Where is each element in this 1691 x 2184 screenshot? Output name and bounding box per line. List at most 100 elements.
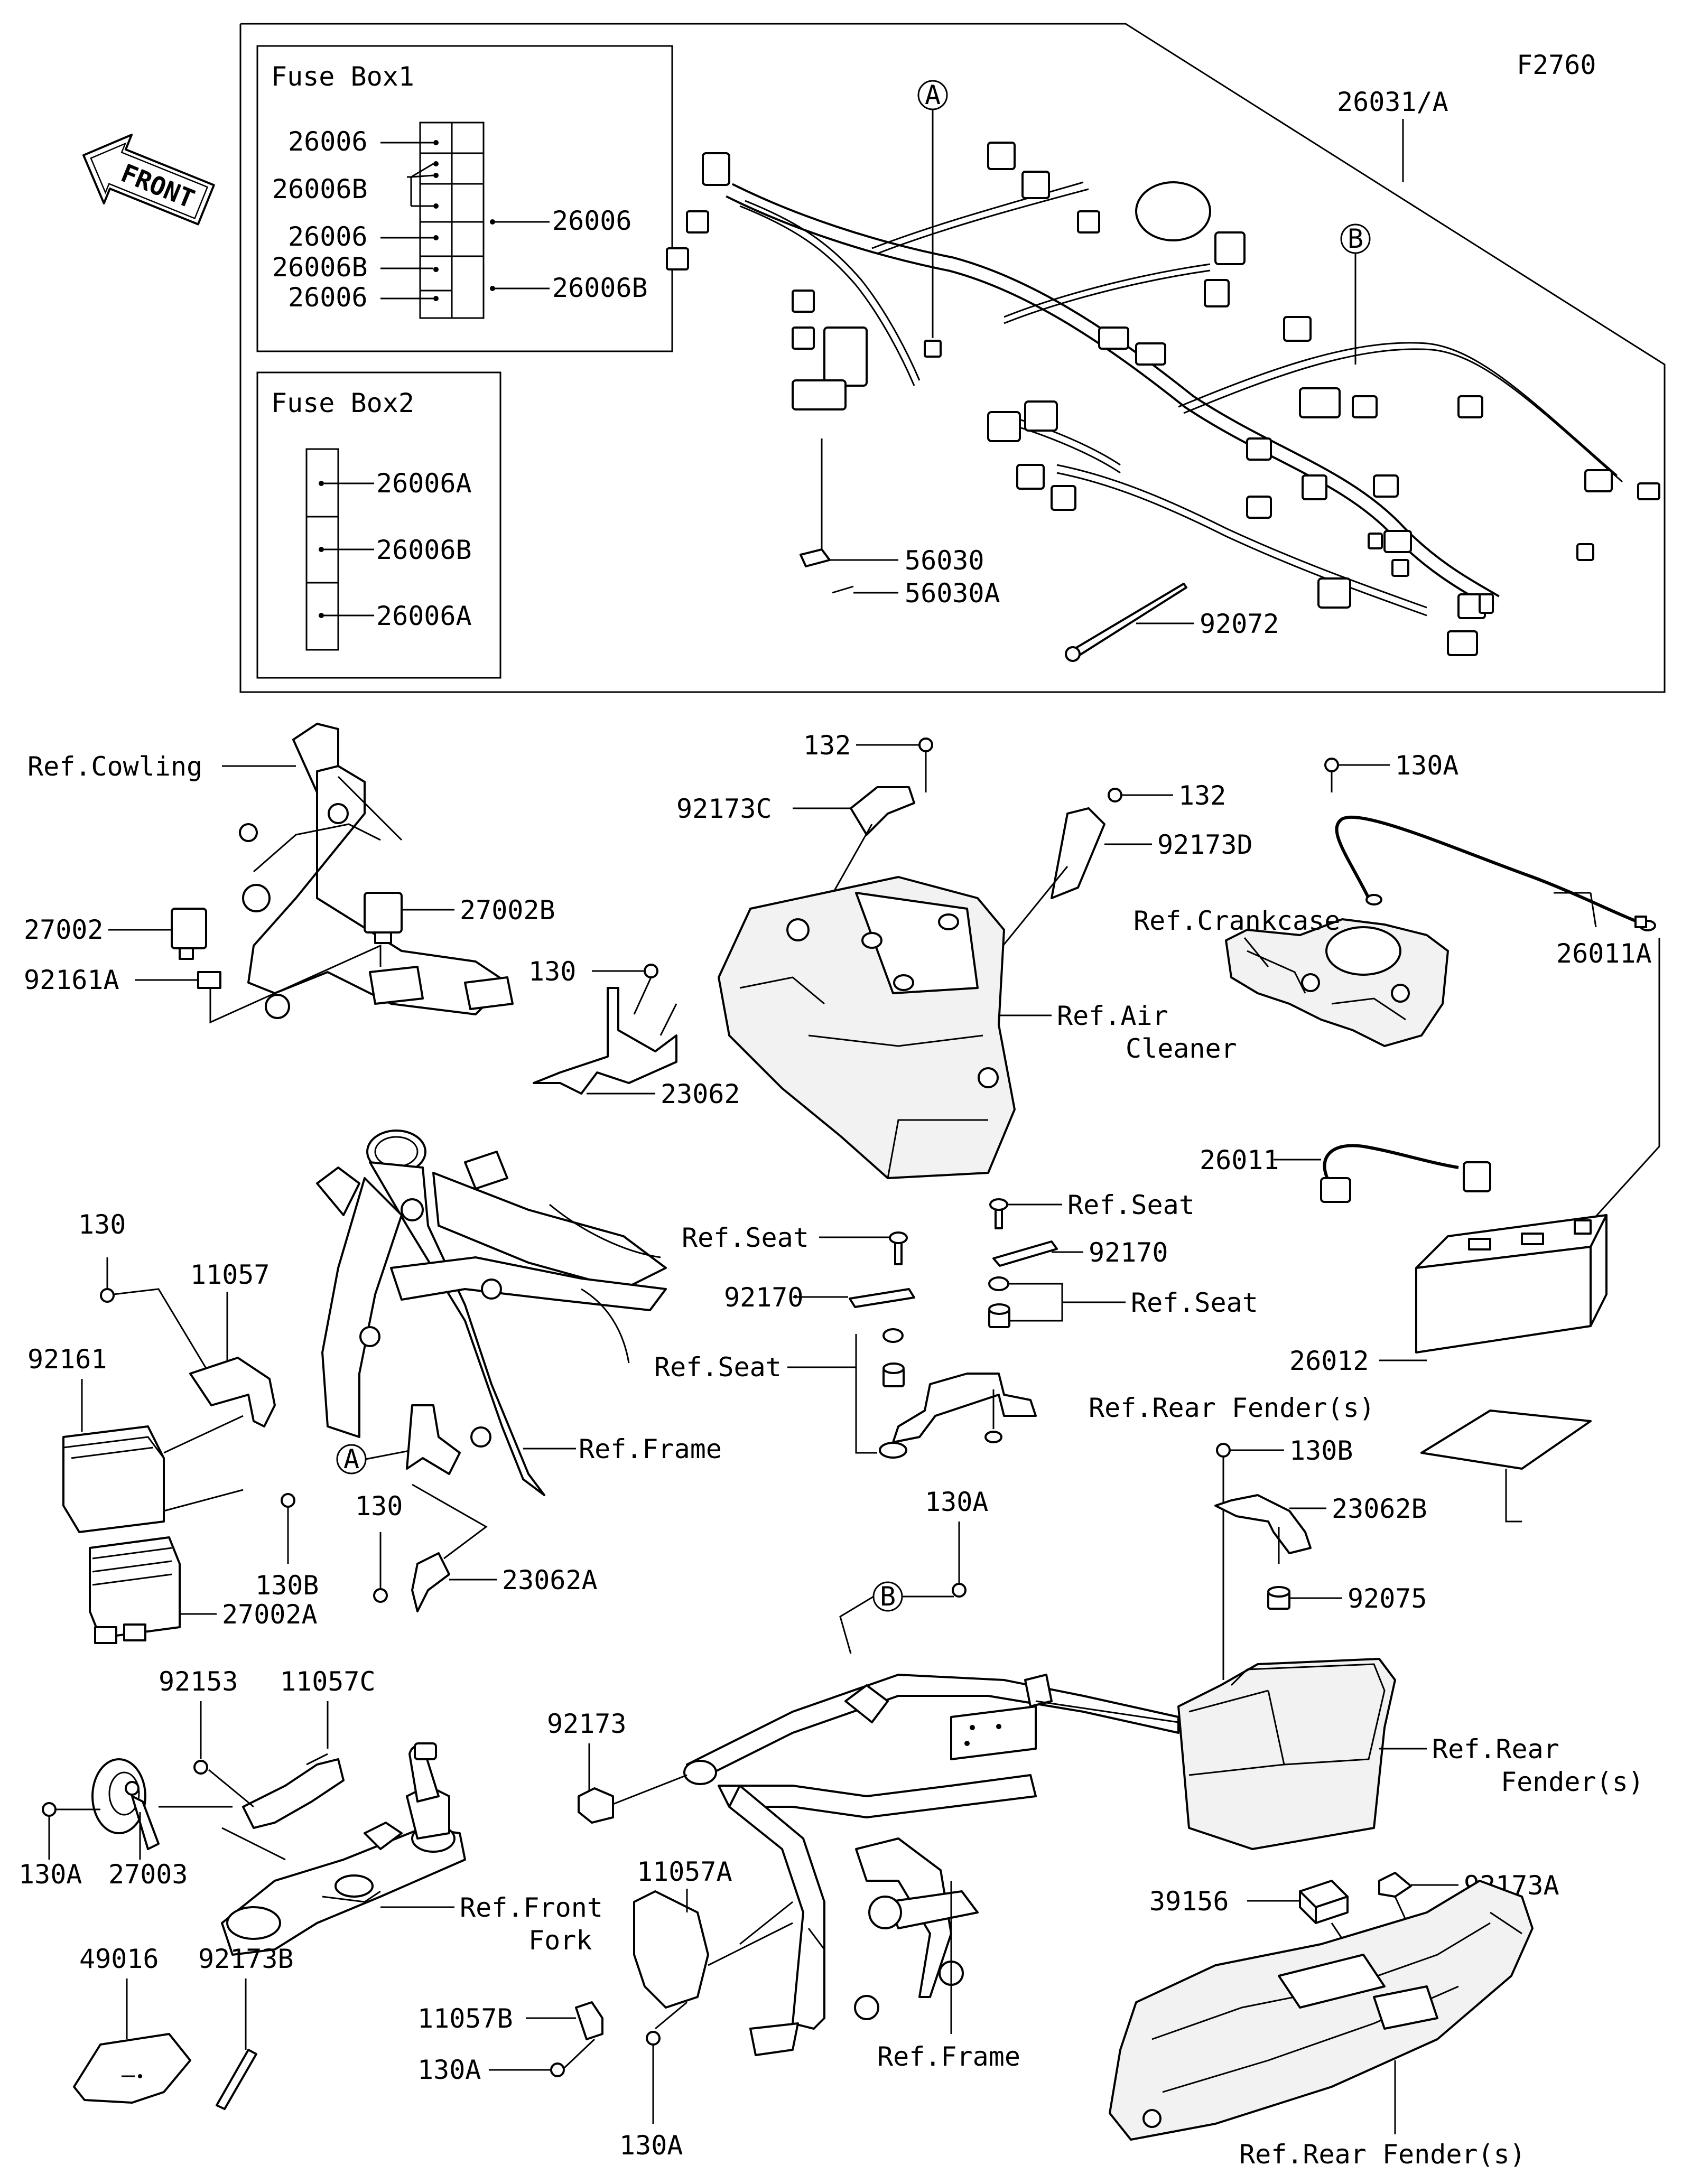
label-132-a: 132	[803, 730, 851, 761]
fuse-box1-panel	[256, 45, 673, 352]
callout-b-frame-text: B	[880, 1581, 896, 1612]
bolt-130a-lower-left	[550, 2062, 565, 2077]
label-130-left: 130	[78, 1209, 126, 1240]
battery-pad	[1420, 1410, 1592, 1470]
label-130-lower: 130	[355, 1491, 403, 1522]
label-27002a: 27002A	[222, 1599, 318, 1630]
crankcase	[1225, 918, 1449, 1047]
cable-26011	[1320, 1144, 1491, 1203]
label-23062b: 23062B	[1332, 1494, 1427, 1524]
label-23062a: 23062A	[502, 1565, 598, 1595]
bolt-130a-battery	[1324, 758, 1339, 772]
bracket-frame-a	[406, 1404, 461, 1475]
label-130a-lower-mid: 130A	[619, 2130, 683, 2161]
part-39156	[1299, 1880, 1349, 1924]
clamp-92173c	[850, 786, 915, 836]
label-130-upper: 130	[528, 956, 576, 987]
bolt-132-b	[1108, 788, 1122, 802]
bracket-11057c	[242, 1758, 345, 1829]
bracket-11057a	[633, 1890, 709, 2009]
label-27003: 27003	[108, 1859, 188, 1890]
bolt-130a-horn	[42, 1802, 57, 1817]
fuse-label-26006a-1: 26006A	[376, 468, 472, 499]
front-subframe	[239, 723, 514, 1019]
strap-92170-left	[849, 1288, 915, 1308]
bracket-23062b	[1214, 1494, 1312, 1554]
label-92153: 92153	[159, 1666, 238, 1697]
label-92173d: 92173D	[1157, 829, 1253, 860]
label-ref-cowling: Ref.Cowling	[27, 751, 202, 782]
cover-49016	[73, 2033, 191, 2104]
horn-27003	[91, 1758, 160, 1850]
clamp-92173d	[1051, 807, 1105, 899]
figure-id: F2760	[1517, 50, 1596, 80]
label-92072: 92072	[1200, 609, 1279, 639]
relay-27002	[171, 908, 207, 960]
bolt-132-a	[918, 738, 933, 752]
grommet-seat-left	[882, 1362, 905, 1387]
label-130a-rear: 130A	[925, 1487, 988, 1517]
label-56030: 56030	[905, 545, 984, 576]
label-ref-frame-2: Ref.Frame	[877, 2041, 1020, 2072]
rear-fender	[1109, 1880, 1534, 2141]
label-ref-front-fork-2: Fork	[528, 1925, 592, 1956]
label-26031-a: 26031/A	[1337, 87, 1448, 117]
fuse-box1-drawing	[380, 122, 550, 319]
fuse-label-26006b-2: 26006B	[272, 252, 368, 283]
strap-92173b	[216, 2049, 257, 2110]
label-11057b: 11057B	[417, 2003, 513, 2034]
label-49016: 49016	[79, 1944, 159, 1974]
fuse-label-26006-3: 26006	[288, 282, 368, 313]
label-ref-rear-fender-1: Ref.Rear Fender(s)	[1089, 1393, 1375, 1423]
label-ref-air: Ref.Air	[1057, 1001, 1168, 1031]
front-fork-bracket	[221, 1742, 466, 1956]
label-130a-horn: 130A	[18, 1859, 82, 1890]
grommet-92075	[1267, 1586, 1290, 1610]
label-92075: 92075	[1348, 1583, 1427, 1614]
fuse-label-26006a-2: 26006A	[376, 601, 472, 631]
bolt-130-upper	[644, 964, 658, 978]
fuse-box1-title: Fuse Box1	[271, 61, 414, 92]
bracket-11057b	[575, 2001, 603, 2040]
label-130b-left: 130B	[255, 1570, 319, 1601]
main-wiring-harness	[666, 142, 1660, 656]
battery-case	[1177, 1658, 1396, 1850]
bolt-seat-right	[989, 1198, 1008, 1229]
air-cleaner-box	[718, 876, 1016, 1179]
label-92161: 92161	[27, 1344, 107, 1375]
bolt-seat-left	[889, 1231, 908, 1265]
battery-26012	[1415, 1214, 1608, 1354]
label-ref-frame-1: Ref.Frame	[579, 1434, 722, 1464]
bracket-11057	[189, 1357, 276, 1427]
label-ref-seat-3: Ref.Seat	[1067, 1190, 1195, 1220]
label-132-b: 132	[1178, 780, 1226, 811]
label-92170-left: 92170	[724, 1282, 804, 1313]
label-ref-front-fork-1: Ref.Front	[460, 1892, 603, 1923]
label-ref-seat-2: Ref.Seat	[654, 1352, 782, 1383]
label-130a-lower-left: 130A	[417, 2055, 481, 2085]
bolt-130-left	[100, 1288, 115, 1303]
grommet-seat-left-top	[882, 1328, 904, 1343]
fuse-box2-panel	[256, 371, 501, 679]
part-56030a	[832, 585, 854, 594]
fuse-label-26006-right: 26006	[552, 206, 632, 236]
part-92161a	[197, 971, 221, 989]
bolt-130a-lower-mid	[646, 2031, 661, 2046]
label-ref-rear-fender-2a: Ref.Rear	[1432, 1734, 1559, 1765]
callout-a-harness-text: A	[925, 80, 941, 110]
label-11057a: 11057A	[637, 1856, 732, 1887]
fuse-label-26006b-right: 26006B	[552, 273, 648, 303]
strap-92170-right	[992, 1240, 1058, 1267]
label-92173b: 92173B	[198, 1944, 294, 1974]
label-92173c: 92173C	[676, 794, 772, 824]
clamp-92173a	[1378, 1872, 1412, 1898]
label-92161a: 92161A	[24, 965, 119, 995]
fuse-label-26006b-3: 26006B	[376, 535, 472, 565]
bolt-130b-right	[1216, 1443, 1231, 1458]
bolt-130-lower	[373, 1588, 388, 1603]
label-ref-seat-1: Ref.Seat	[682, 1222, 809, 1253]
main-frame-front	[316, 1130, 667, 1496]
seat-bracket	[892, 1373, 1037, 1443]
